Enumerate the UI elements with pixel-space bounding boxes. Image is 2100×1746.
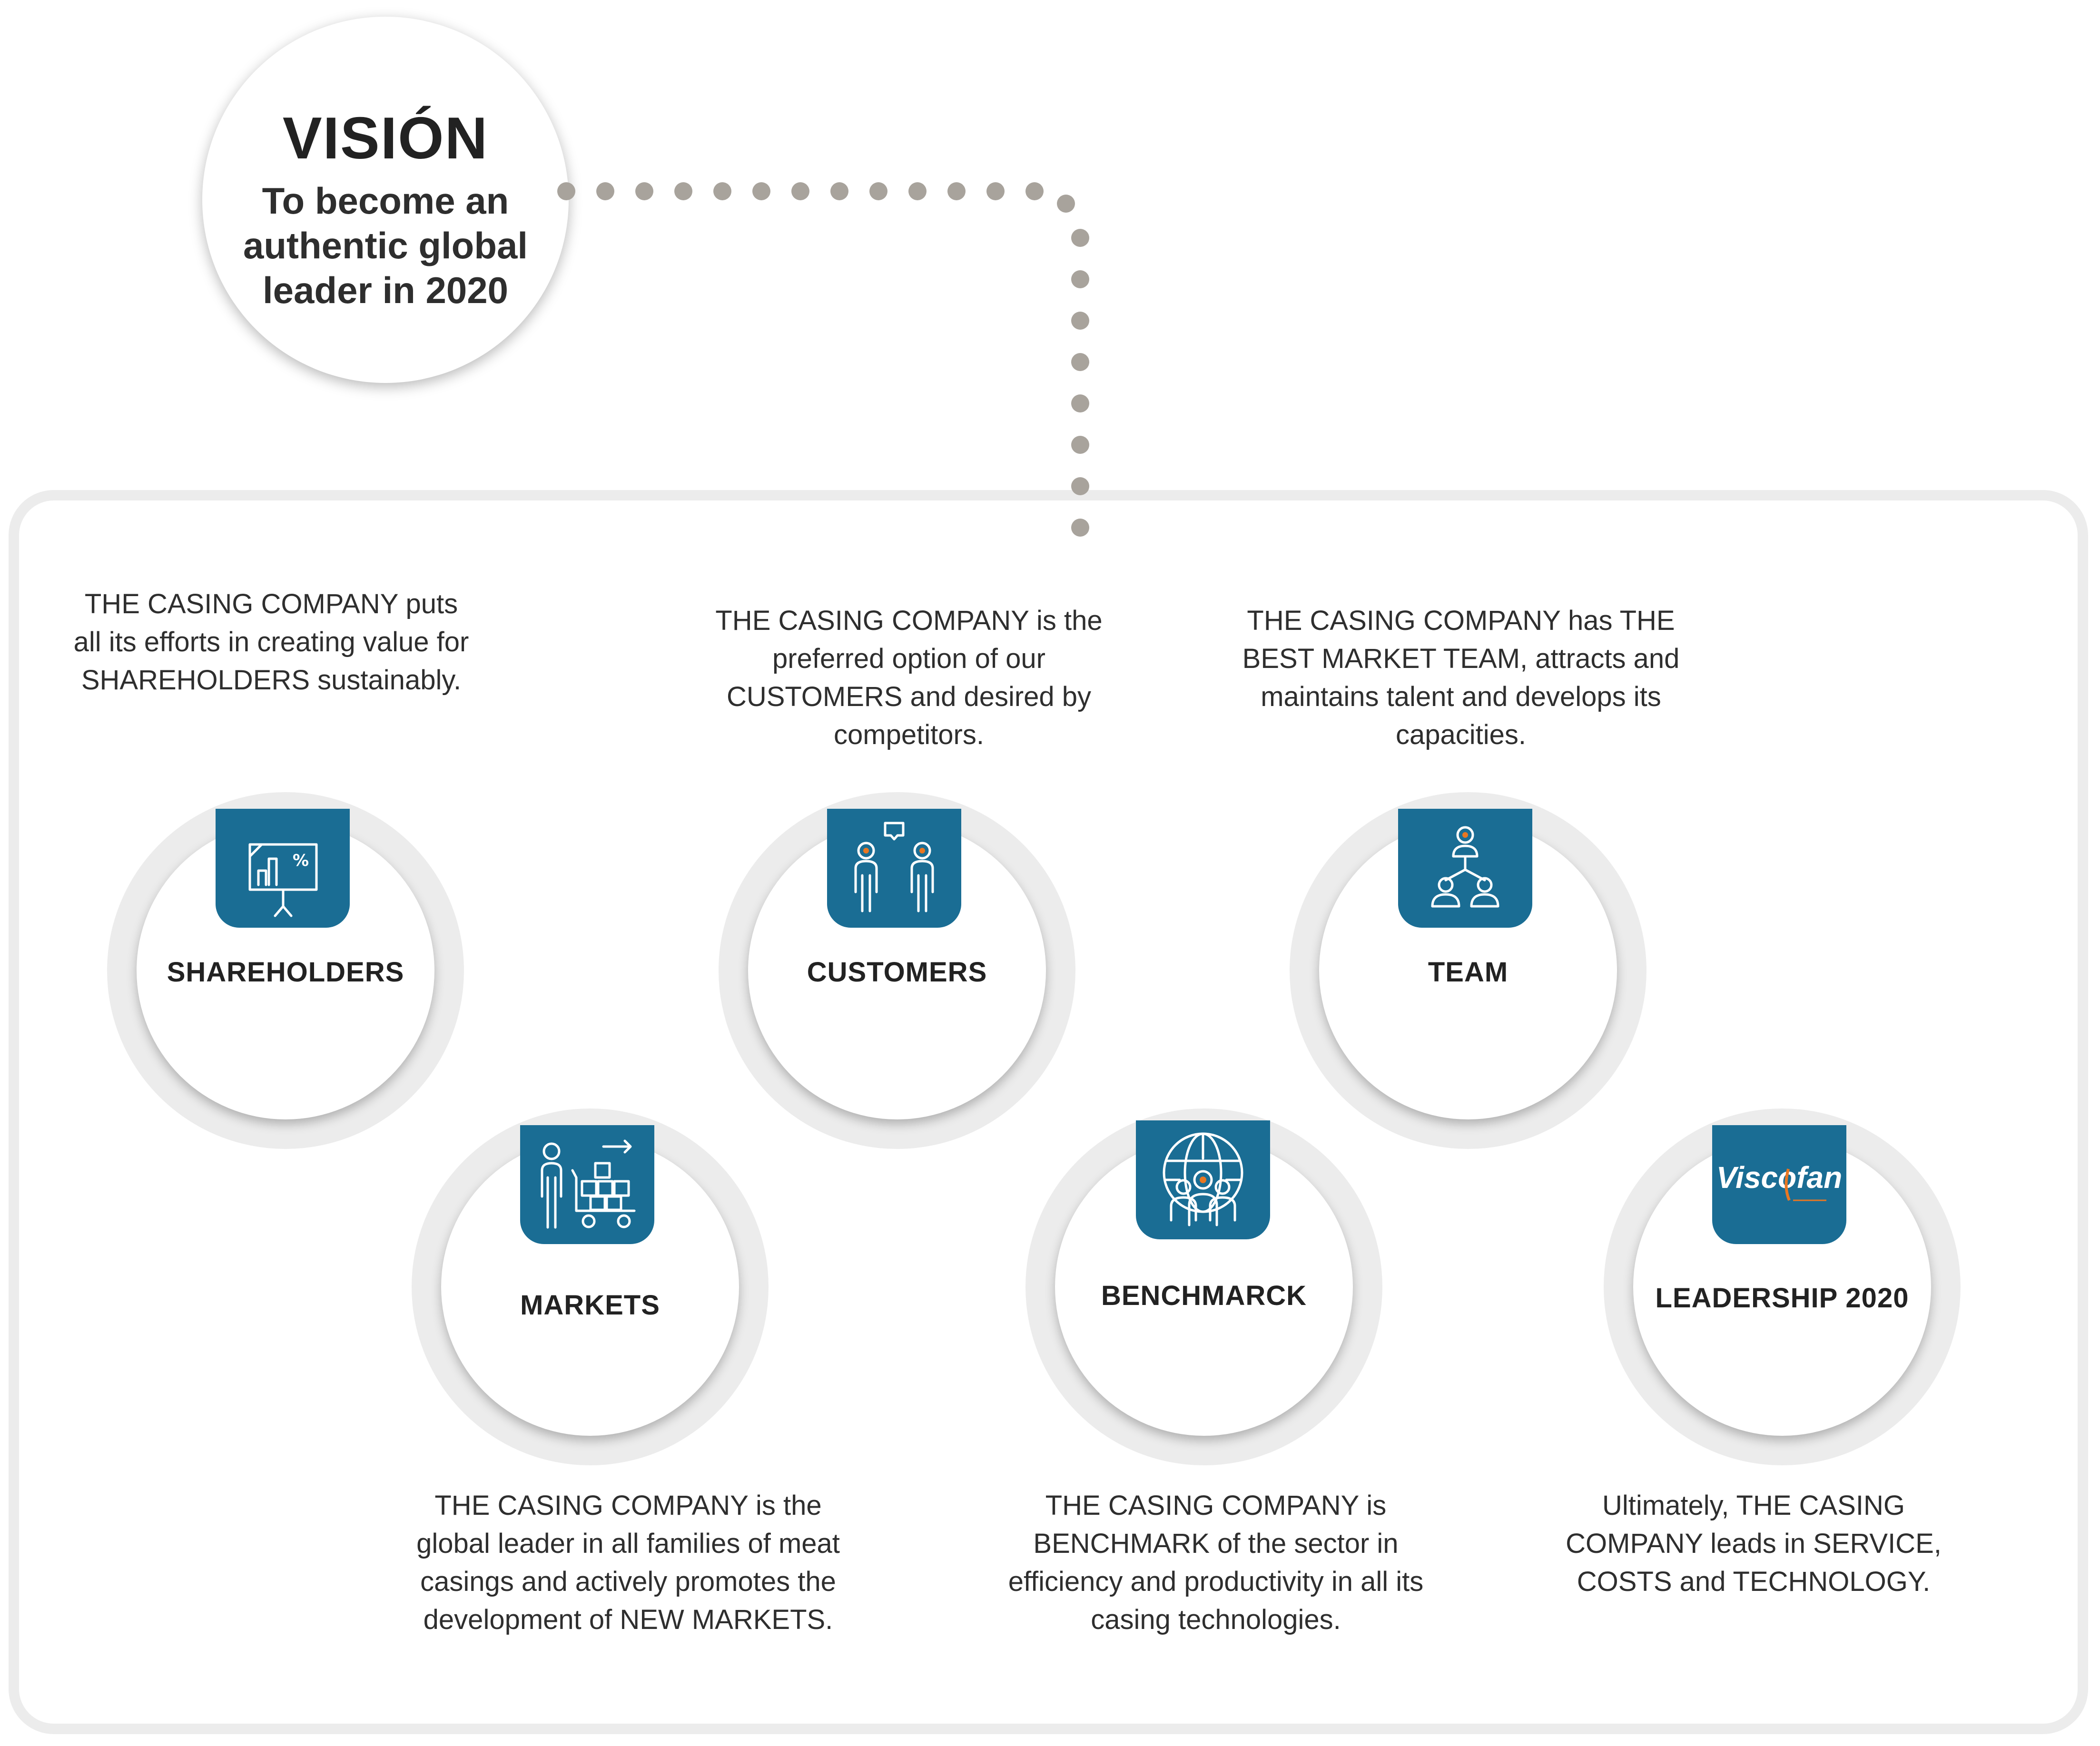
connector-dot [1071, 394, 1089, 412]
connector-dot [947, 182, 966, 200]
connector-dot [1025, 182, 1044, 200]
viscofan-logo-icon: Viscofan [1712, 1125, 1846, 1244]
connector-dot [752, 182, 770, 200]
connector-dot [908, 182, 927, 200]
connector-dot [869, 182, 887, 200]
connector-dot [1071, 519, 1089, 537]
benchmarck-description: THE CASING COMPANY is BENCHMARK of the s… [1008, 1490, 1424, 1635]
connector-dot [635, 182, 653, 200]
connector-dot [557, 182, 575, 200]
leadership-label: LEADERSHIP 2020 [1655, 1283, 1909, 1314]
customers-label: CUSTOMERS [807, 957, 987, 988]
shareholders-description: THE CASING COMPANY puts all its efforts … [73, 589, 469, 696]
connector-dot [1071, 353, 1089, 371]
connector-dot [1071, 436, 1089, 454]
svg-text:%: % [293, 851, 309, 870]
person-cart-icon [520, 1125, 654, 1244]
connector-dot [1071, 477, 1089, 495]
connector-dot [830, 182, 848, 200]
team-hierarchy-icon [1398, 809, 1532, 928]
connector-dot [1071, 312, 1089, 330]
leadership-description: Ultimately, THE CASING COMPANY leads in … [1566, 1490, 1942, 1597]
markets-node: MARKETS [412, 1108, 769, 1465]
connector-dot [1071, 229, 1089, 247]
connector-dot [596, 182, 614, 200]
vision-statement: To become an authentic global leader in … [243, 180, 528, 311]
customers-node: CUSTOMERS [719, 792, 1075, 1149]
connector-dot [1057, 195, 1075, 213]
vision-circle: VISIÓN To become an authentic global lea… [202, 17, 569, 383]
team-description: THE CASING COMPANY has THE BEST MARKET T… [1242, 605, 1680, 750]
shareholders-node: % SHAREHOLDERS [107, 792, 464, 1149]
leadership-node: Viscofan LEADERSHIP 2020 [1604, 1108, 1961, 1465]
shareholders-label: SHAREHOLDERS [167, 957, 404, 988]
connector-dot [1071, 270, 1089, 288]
team-label: TEAM [1428, 957, 1508, 988]
customers-description: THE CASING COMPANY is the preferred opti… [715, 605, 1103, 750]
customers-conversation-icon [827, 809, 961, 928]
connector-dot [986, 182, 1005, 200]
connector-dot [674, 182, 692, 200]
viscofan-logo-text: Viscofan [1716, 1160, 1842, 1195]
benchmarck-label: BENCHMARCK [1101, 1280, 1307, 1311]
markets-label: MARKETS [520, 1290, 660, 1321]
markets-description: THE CASING COMPANY is the global leader … [416, 1490, 840, 1635]
globe-people-icon [1136, 1120, 1270, 1239]
benchmarck-node: BENCHMARCK [1025, 1108, 1382, 1465]
vision-title: VISIÓN [282, 106, 489, 171]
connector-dot [713, 182, 731, 200]
team-node: TEAM [1290, 792, 1646, 1149]
connector-dot [791, 182, 809, 200]
presentation-chart-icon: % [216, 809, 350, 928]
